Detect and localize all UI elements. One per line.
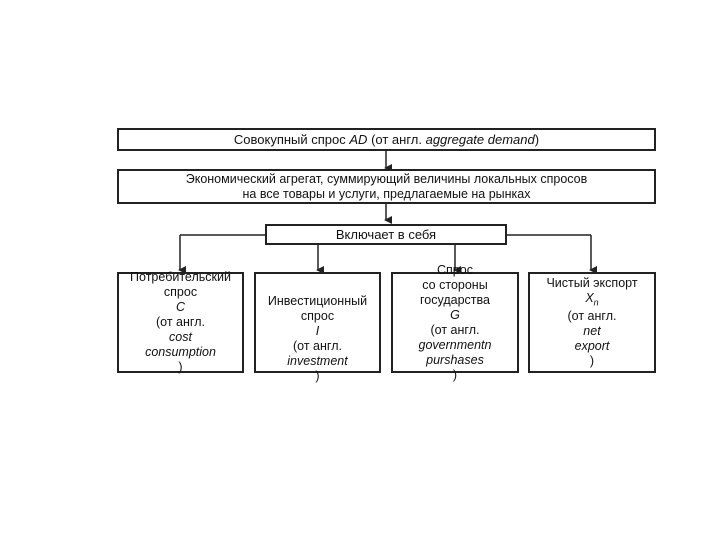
aggregate-demand-title-box: Совокупный спрос AD (от англ. aggregate … <box>117 128 656 151</box>
definition-box: Экономический агрегат, суммирующий велич… <box>117 169 656 204</box>
investment-demand-box: Инвестиционный спрос I (от англ. investm… <box>254 272 381 383</box>
consumption-demand-box: Потребительский спрос C (от англ. cost c… <box>117 270 244 374</box>
government-demand-box: Спрос со стороны государства G (от англ.… <box>391 263 519 382</box>
includes-box: Включает в себя <box>265 224 507 245</box>
net-export-box: Чистый экспорт Xn (от англ. net export) <box>528 272 656 373</box>
